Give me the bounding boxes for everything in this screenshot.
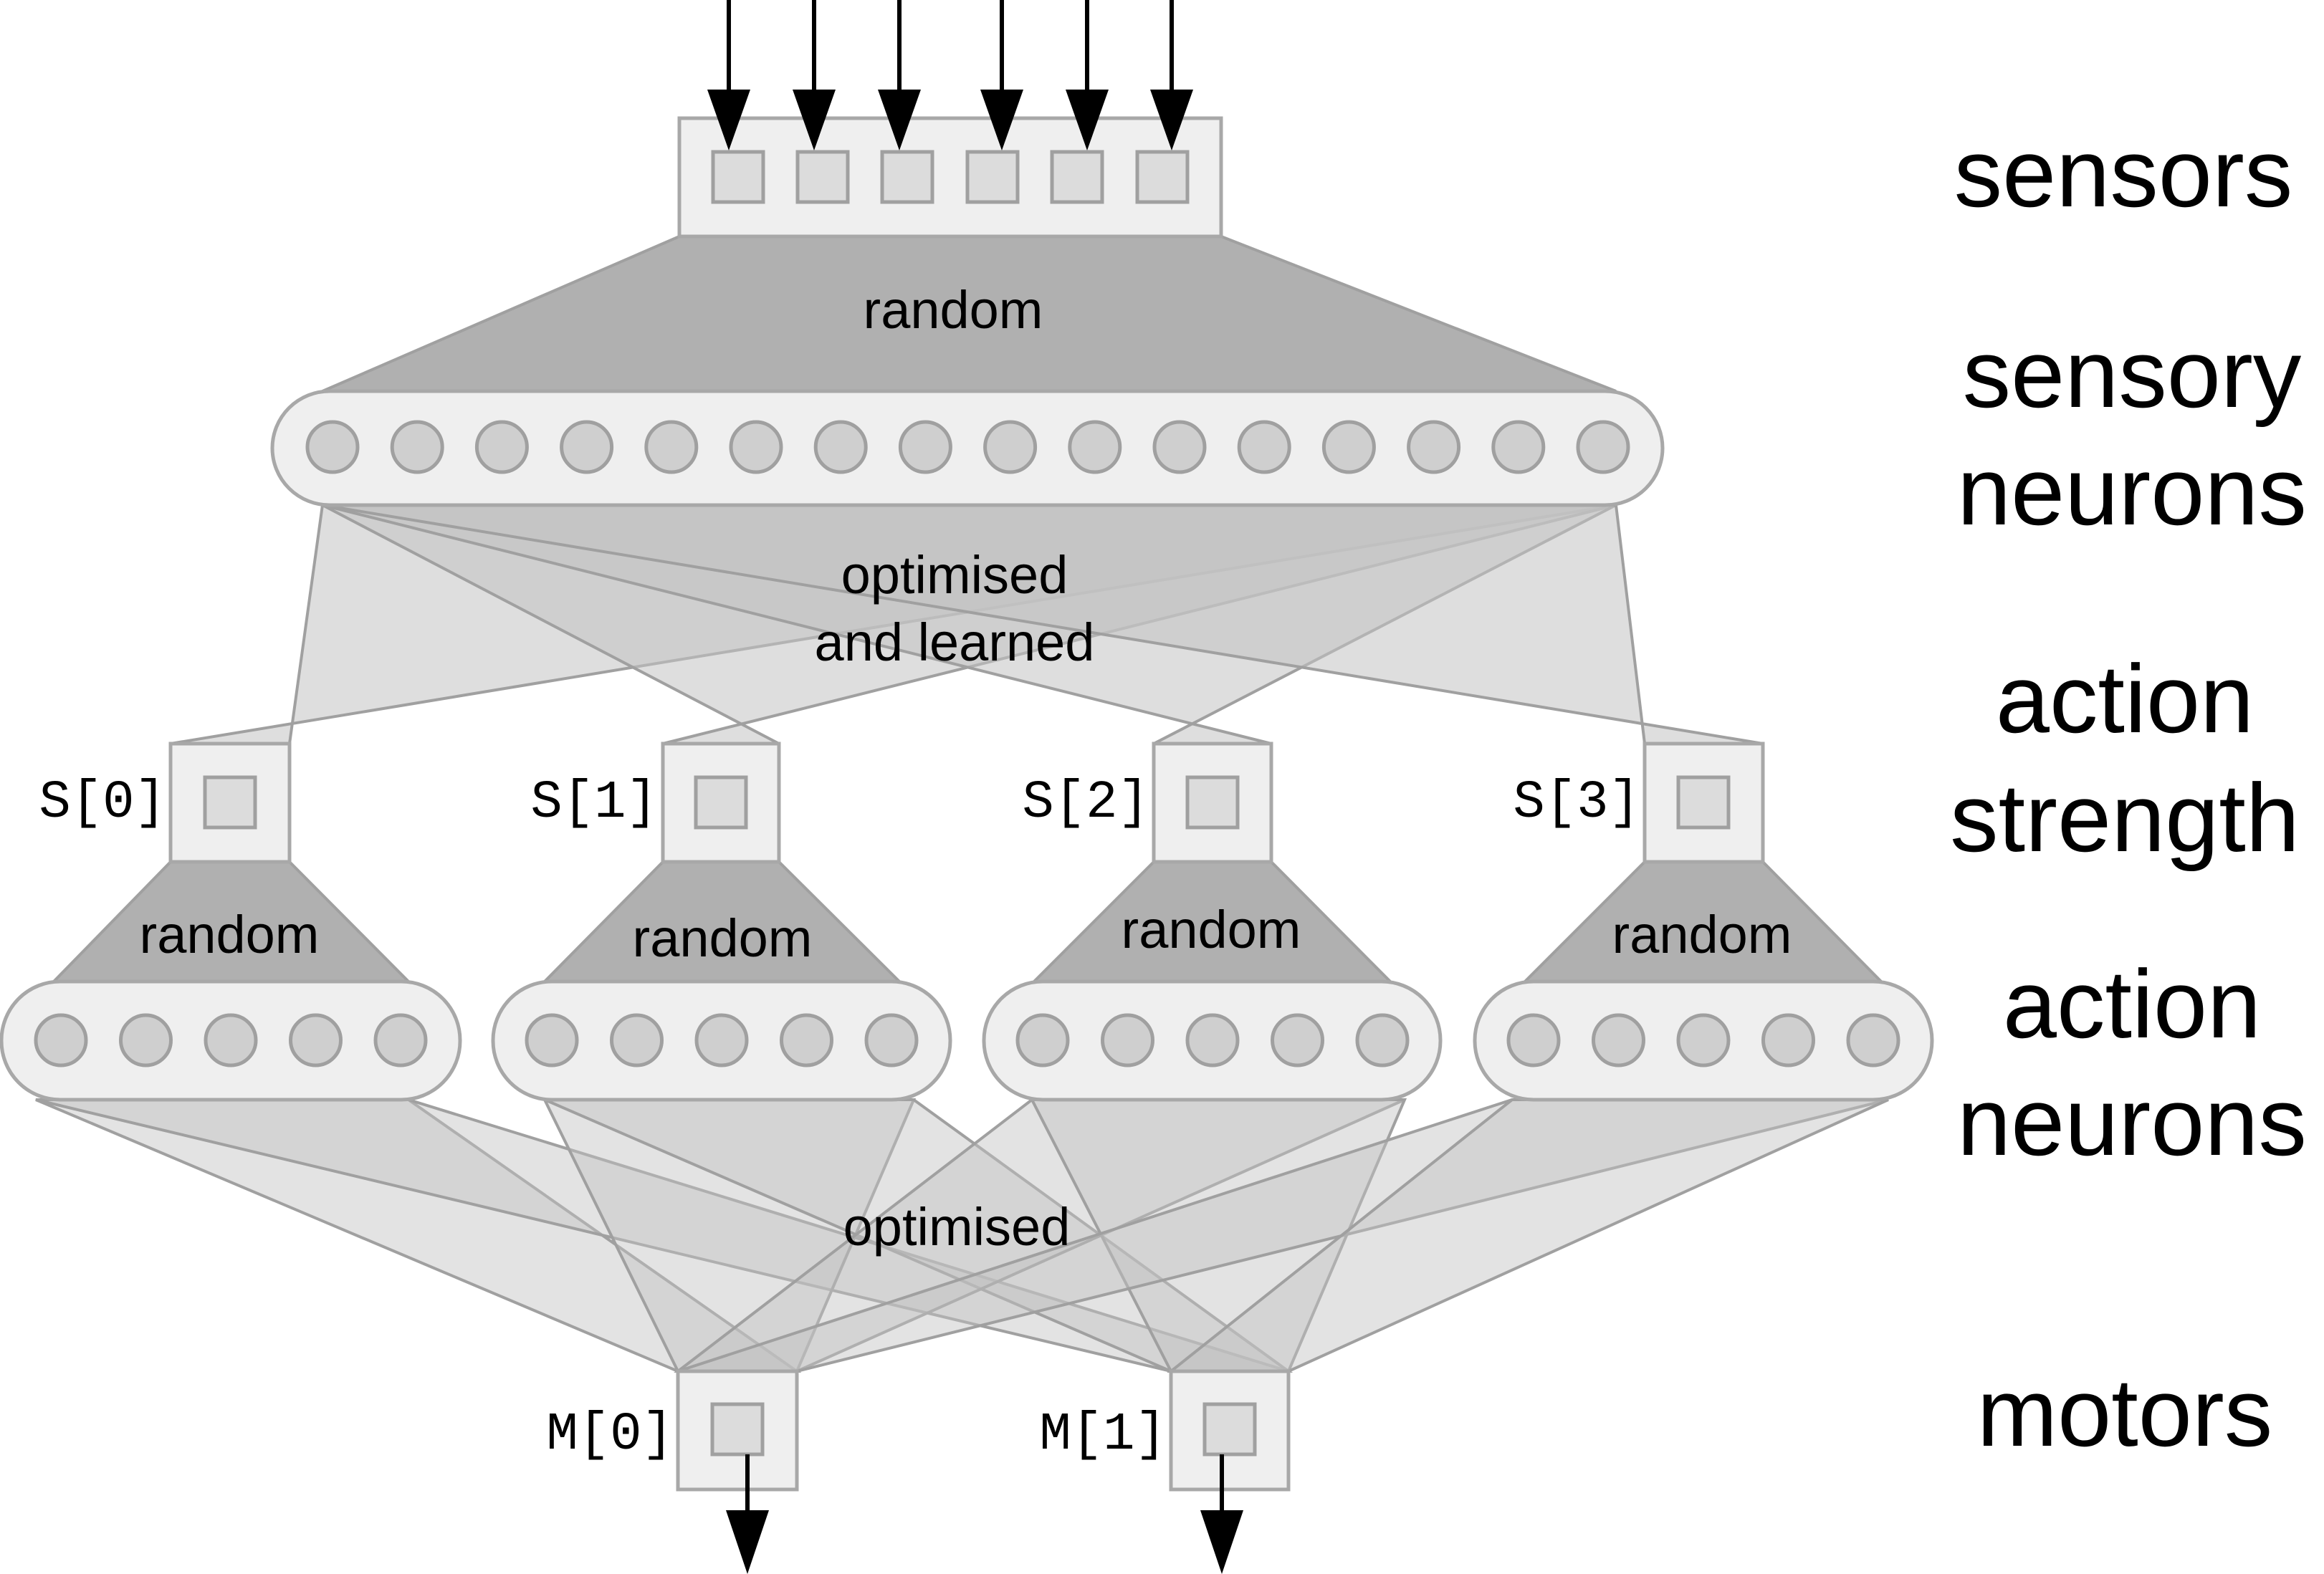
action-neuron-0 <box>204 1013 258 1067</box>
sensory-neuron <box>305 420 360 474</box>
label-action-optimised: optimised <box>843 1197 1071 1257</box>
sensor-unit <box>1135 150 1190 204</box>
strength-to-action-projections <box>50 860 1885 983</box>
sensor-unit <box>880 150 934 204</box>
action-neuron-0 <box>289 1013 343 1067</box>
action-neuron-1 <box>610 1013 664 1067</box>
strength-label-3: S[3] <box>1513 773 1640 833</box>
label-strength-random-0: random <box>140 905 320 964</box>
strength-unit-0 <box>203 775 257 830</box>
tier-motors: motors <box>1977 1358 2273 1467</box>
label-sensor-random: random <box>864 280 1043 340</box>
sensor-unit <box>1050 150 1104 204</box>
sensor-array <box>677 116 1223 239</box>
output-arrows <box>726 1454 1243 1574</box>
sensor-box <box>677 116 1223 239</box>
action-neuron-2 <box>1015 1013 1070 1067</box>
action-neuron-0 <box>373 1013 428 1067</box>
strength-label-0: S[0] <box>39 773 166 833</box>
sensory-neuron <box>1576 420 1630 474</box>
tier-sensors: sensors <box>1954 119 2293 227</box>
action-strength-layer <box>168 742 1765 864</box>
tier-action-1: action <box>2003 950 2261 1058</box>
sensory-neuron <box>1407 420 1461 474</box>
sensory-neuron <box>1152 420 1207 474</box>
input-arrows <box>707 0 1193 150</box>
label-strength-random-1: random <box>633 908 813 968</box>
sensory-neuron <box>898 420 952 474</box>
tier-action-2: neurons <box>1957 1067 2307 1176</box>
sensor-unit <box>965 150 1020 204</box>
sensory-neuron <box>1491 420 1546 474</box>
action-neuron-layers <box>0 979 1934 1102</box>
input-arrow <box>980 0 1023 150</box>
output-arrow <box>726 1454 769 1574</box>
strength-unit-1 <box>694 775 748 830</box>
action-neuron-0 <box>119 1013 173 1067</box>
label-strength-random-3: random <box>1612 905 1792 964</box>
tier-strength-1: action <box>1996 645 2254 753</box>
sensory-neuron <box>1237 420 1291 474</box>
output-arrow <box>1200 1454 1243 1574</box>
action-neuron-2 <box>1101 1013 1154 1067</box>
action-neuron-2 <box>1185 1013 1240 1067</box>
sensory-neuron-box <box>270 389 1665 507</box>
tier-sensory-1: sensory <box>1963 320 2302 428</box>
action-neuron-3 <box>1506 1013 1561 1067</box>
action-neuron-1 <box>864 1013 919 1067</box>
sensory-to-strength-connections <box>170 504 1764 745</box>
strength-unit-3 <box>1676 775 1731 830</box>
action-neuron-3 <box>1592 1013 1645 1067</box>
motor-unit-1 <box>1202 1402 1257 1457</box>
sensory-neuron <box>813 420 868 474</box>
sensory-neuron <box>729 420 783 474</box>
action-neuron-3 <box>1676 1013 1731 1067</box>
motor-unit-0 <box>710 1402 765 1457</box>
input-arrow <box>793 0 836 150</box>
action-neuron-2 <box>1355 1013 1410 1067</box>
sensor-unit <box>711 150 765 204</box>
sensory-neuron <box>560 420 614 474</box>
motor-label-1: M[1] <box>1039 1405 1167 1465</box>
label-optimised-learned-1: optimised <box>841 545 1068 605</box>
tier-labels: sensors sensory neurons action strength … <box>1950 119 2307 1467</box>
sensory-neuron <box>474 420 529 474</box>
input-arrow <box>1150 0 1193 150</box>
sensory-neuron <box>644 420 699 474</box>
input-arrow <box>878 0 921 150</box>
sensory-neuron-layer <box>270 389 1665 507</box>
motor-label-0: M[0] <box>546 1405 674 1465</box>
action-neuron-1 <box>780 1013 833 1067</box>
strength-box-0 <box>168 742 292 864</box>
action-neuron-1 <box>694 1013 749 1067</box>
input-arrow <box>1066 0 1109 150</box>
strength-label-2: S[2] <box>1022 773 1149 833</box>
label-optimised-learned-2: and learned <box>815 613 1095 672</box>
action-neuron-3 <box>1761 1013 1815 1067</box>
label-strength-random-2: random <box>1122 900 1301 959</box>
tier-strength-2: strength <box>1950 764 2300 872</box>
strength-unit-2 <box>1185 775 1240 830</box>
sensory-neuron <box>1068 420 1122 474</box>
action-neuron-0 <box>34 1013 88 1067</box>
sensor-unit <box>795 150 850 204</box>
input-arrow <box>707 0 750 150</box>
strength-label-1: S[1] <box>530 773 658 833</box>
sensory-neuron <box>1321 420 1376 474</box>
action-neuron-3 <box>1846 1013 1900 1067</box>
action-neuron-2 <box>1271 1013 1324 1067</box>
motor-layer <box>676 1369 1291 1492</box>
tier-sensory-2: neurons <box>1957 437 2307 545</box>
action-neuron-1 <box>525 1013 579 1067</box>
sensory-neuron <box>390 420 444 474</box>
sensory-neuron <box>983 420 1038 474</box>
